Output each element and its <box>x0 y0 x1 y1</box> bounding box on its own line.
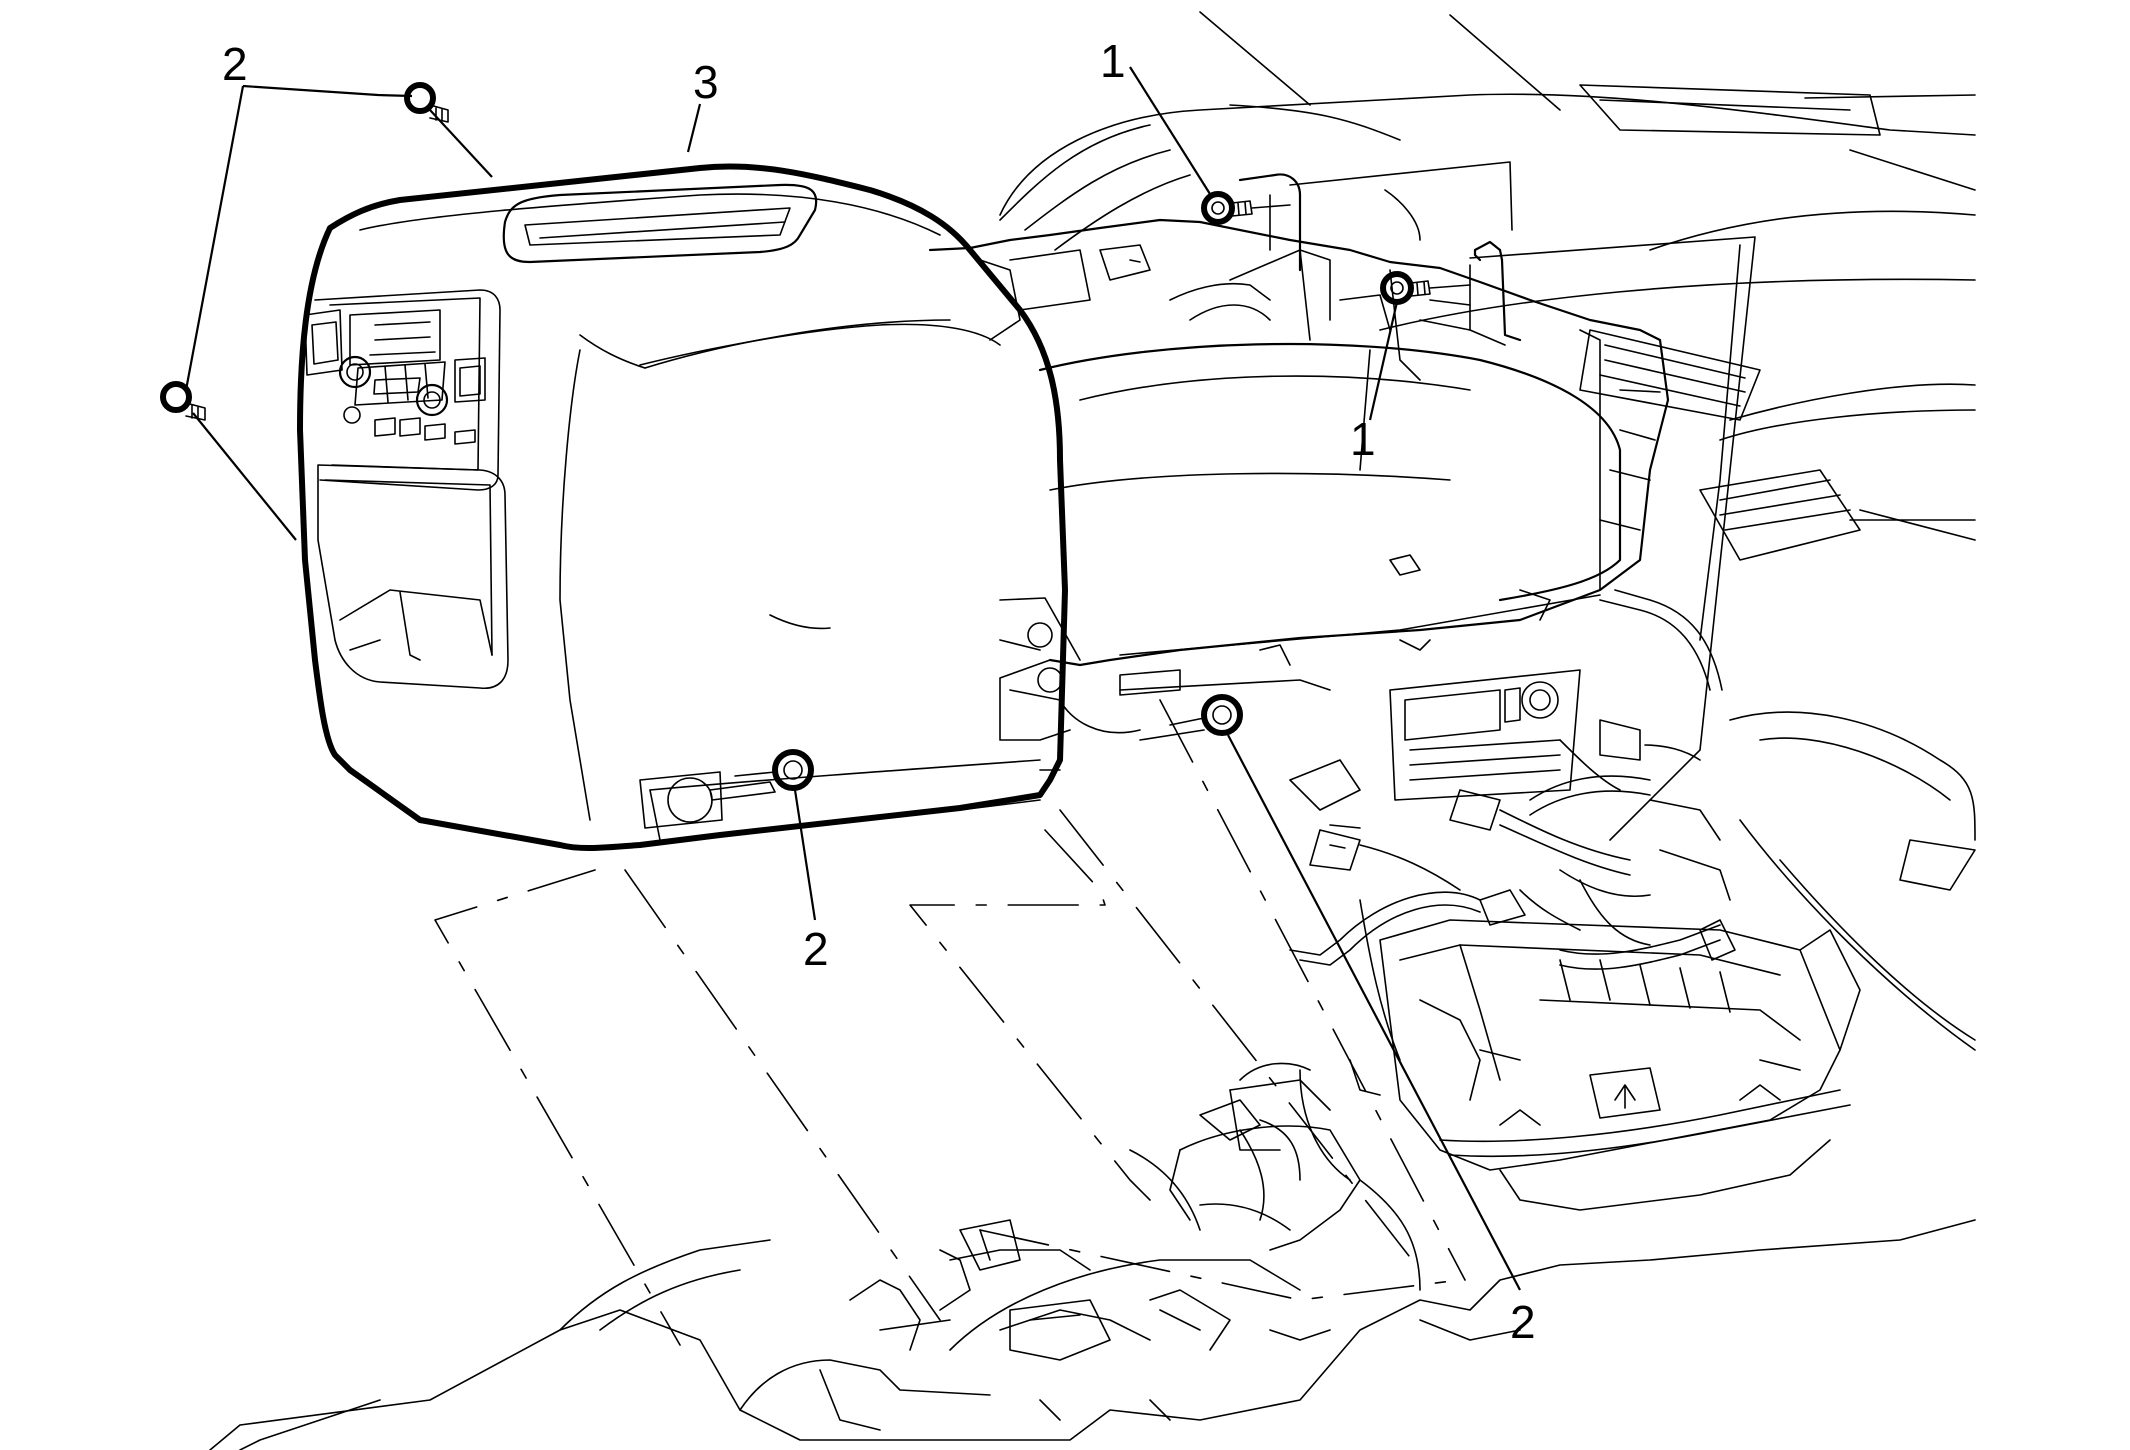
callout-2-rear-screws: 2 <box>222 38 248 90</box>
callout-leaders <box>184 66 1521 1291</box>
console-bracket <box>928 173 1670 741</box>
floor-module <box>1349 899 1861 1211</box>
wiring-harness <box>1199 589 1736 1221</box>
nut-right <box>1139 694 1243 741</box>
callout-3-console-cover: 3 <box>693 56 719 108</box>
bolt-upper-a <box>1201 191 1291 225</box>
screw-rear-lower <box>160 381 206 421</box>
center-stack <box>1289 669 1581 811</box>
vehicle-floor <box>209 1062 1976 1450</box>
bolt-upper-b <box>1380 271 1471 305</box>
console-cover <box>297 163 1068 852</box>
fasteners <box>160 82 1471 791</box>
callout-2-nut-left: 2 <box>803 923 829 975</box>
callout-1-upper-bolt-a: 1 <box>1100 35 1126 87</box>
nut-left <box>734 749 814 791</box>
callout-1-upper-bolt-b: 1 <box>1350 413 1376 465</box>
projection-lines <box>434 161 1756 1346</box>
instrument-panel <box>999 11 1976 1051</box>
callout-labels: 2 3 1 1 2 2 <box>222 35 1536 1348</box>
screw-rear-upper <box>404 82 449 123</box>
callout-2-nut-right: 2 <box>1510 1296 1536 1348</box>
